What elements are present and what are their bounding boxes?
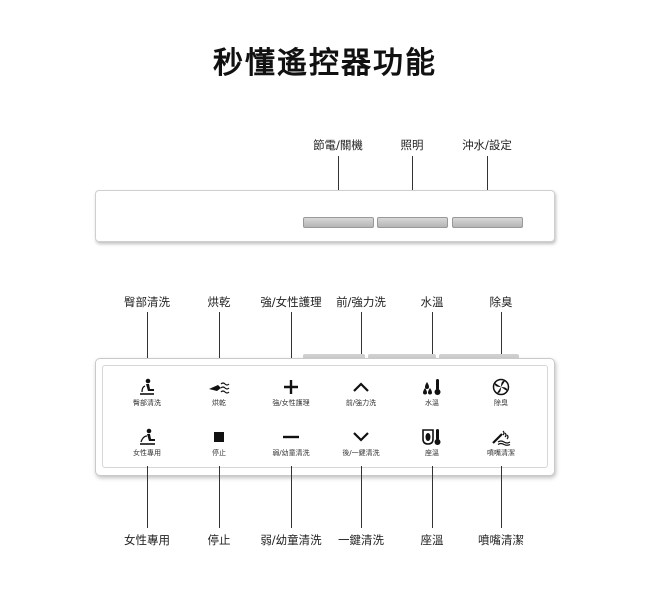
minus-icon [283, 435, 299, 439]
light-button[interactable] [377, 217, 448, 228]
callout-weak-child: 弱/幼童清洗 [260, 533, 322, 547]
key-label: 水溫 [425, 399, 439, 407]
key-label: 除臭 [494, 399, 508, 407]
key-label: 臀部清洗 [133, 399, 161, 407]
callout-water-temp: 水溫 [420, 295, 444, 309]
weak-child-key[interactable]: 弱/幼童清洗 [256, 428, 326, 458]
key-label: 烘乾 [212, 399, 226, 407]
callout-stop: 停止 [207, 533, 231, 547]
callout-line [147, 466, 148, 528]
key-label: 噴嘴清潔 [487, 449, 515, 457]
water-temp-key[interactable]: 水溫 [397, 378, 467, 408]
stop-key[interactable]: 停止 [184, 428, 254, 458]
callout-feminine: 女性專用 [124, 533, 170, 547]
callout-power-off: 節電/關機 [313, 138, 363, 152]
callout-line [291, 312, 292, 376]
callout-line [219, 312, 220, 376]
remote-ridge [303, 354, 365, 359]
callout-line [501, 466, 502, 528]
key-label: 弱/幼童清洗 [272, 449, 310, 457]
callout-line [219, 466, 220, 528]
callout-light: 照明 [400, 138, 424, 152]
callout-strong-feminine: 強/女性護理 [260, 295, 322, 309]
power-off-button[interactable] [303, 217, 374, 228]
callout-one-touch: 一鍵清洗 [338, 533, 384, 547]
remote-front-view [95, 358, 555, 476]
rear-wash-key[interactable]: 臀部清洗 [112, 378, 182, 408]
remote-ridge [439, 354, 519, 359]
front-power-wash-key[interactable]: 前/強力洗 [326, 378, 396, 408]
seat-temp-key[interactable]: 座溫 [397, 428, 467, 458]
bidet-feminine-icon [140, 428, 155, 445]
rear-one-touch-key[interactable]: 後/一鍵清洗 [326, 428, 396, 458]
callout-line [487, 156, 488, 214]
deodorize-fan-icon [492, 378, 510, 396]
callout-seat-temp: 座溫 [420, 533, 444, 547]
water-temp-icon [423, 379, 441, 395]
key-label: 女性專用 [133, 449, 161, 457]
callout-line [361, 466, 362, 528]
callout-flush-setup: 沖水/設定 [462, 138, 512, 152]
remote-ridge [368, 354, 436, 359]
nozzle-clean-icon [492, 430, 511, 446]
dryer-icon [209, 382, 230, 394]
deodorize-key[interactable]: 除臭 [466, 378, 536, 408]
nozzle-clean-key[interactable]: 噴嘴清潔 [466, 428, 536, 458]
callout-line [291, 466, 292, 528]
callout-line [361, 312, 362, 376]
remote-top-view [95, 190, 555, 242]
plus-icon [284, 380, 298, 394]
callout-deodorize: 除臭 [489, 295, 513, 309]
dry-key[interactable]: 烘乾 [184, 378, 254, 408]
key-label: 強/女性護理 [272, 399, 310, 407]
callout-nozzle-clean: 噴嘴清潔 [478, 533, 524, 547]
callout-line [338, 156, 339, 214]
strong-feminine-key[interactable]: 強/女性護理 [256, 378, 326, 408]
button-panel-frame [102, 365, 548, 468]
callout-line [501, 312, 502, 376]
callout-line [432, 466, 433, 528]
callout-line [412, 156, 413, 214]
stop-icon [214, 432, 224, 442]
callout-rear-wash: 臀部清洗 [124, 295, 170, 309]
key-label: 後/一鍵清洗 [342, 449, 380, 457]
seat-temp-icon [422, 429, 441, 445]
callout-front-power-wash: 前/強力洗 [336, 295, 386, 309]
page-title: 秒懂遙控器功能 [213, 46, 437, 81]
flush-setup-button[interactable] [452, 217, 523, 228]
chevron-down-icon [353, 432, 369, 442]
feminine-key[interactable]: 女性專用 [112, 428, 182, 458]
callout-line [432, 312, 433, 376]
key-label: 前/強力洗 [345, 399, 377, 407]
callout-line [147, 312, 148, 376]
key-label: 座溫 [425, 449, 439, 457]
chevron-up-icon [353, 382, 369, 392]
callout-dry: 烘乾 [207, 295, 231, 309]
key-label: 停止 [212, 449, 226, 457]
bidet-rear-icon [140, 378, 154, 395]
